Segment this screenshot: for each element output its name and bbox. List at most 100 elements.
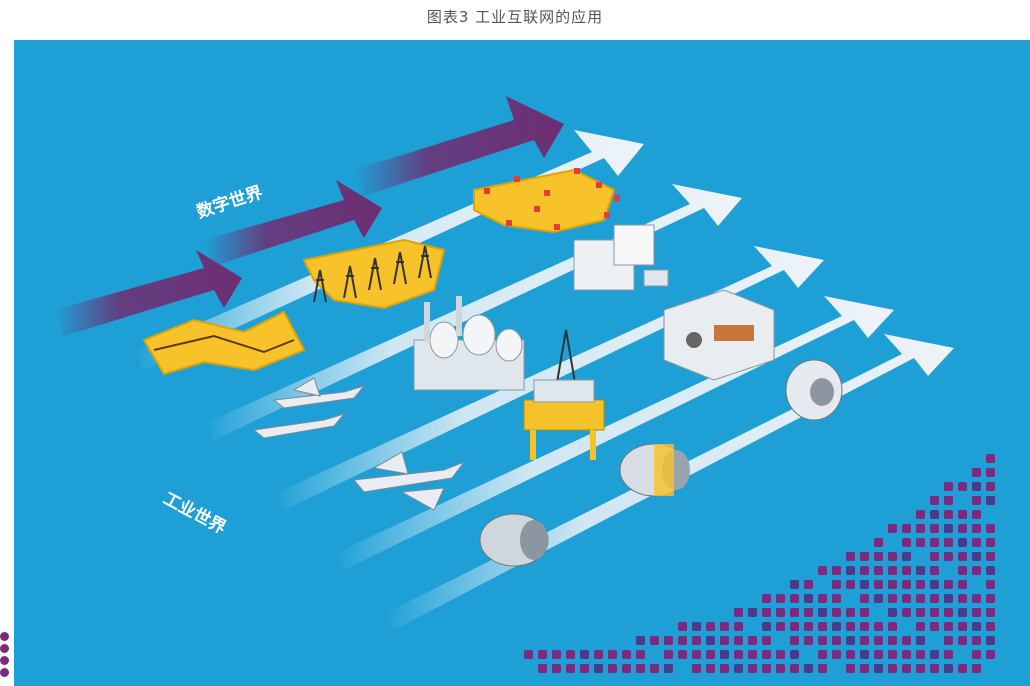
decorative-dot — [972, 636, 981, 645]
decorative-dot — [930, 664, 939, 673]
decorative-dot — [790, 608, 799, 617]
decorative-dot — [846, 608, 855, 617]
decorative-dot — [930, 524, 939, 533]
decorative-dot — [860, 636, 869, 645]
decorative-dot — [734, 650, 743, 659]
decorative-dot — [916, 538, 925, 547]
decorative-dot — [972, 622, 981, 631]
decorative-dot — [972, 496, 981, 505]
decorative-dot — [874, 538, 883, 547]
decorative-dot — [720, 664, 729, 673]
decorative-dot — [818, 608, 827, 617]
decorative-dot — [944, 664, 953, 673]
decorative-dot — [902, 552, 911, 561]
decorative-dot — [874, 650, 883, 659]
decorative-dot — [580, 650, 589, 659]
decorative-dot — [958, 524, 967, 533]
decorative-dot — [538, 664, 547, 673]
decorative-dot — [944, 552, 953, 561]
decorative-dot — [958, 566, 967, 575]
decorative-dot — [916, 636, 925, 645]
decorative-dot — [748, 650, 757, 659]
decorative-dot — [566, 664, 575, 673]
decorative-dot — [944, 636, 953, 645]
decorative-dot — [636, 664, 645, 673]
jet-engine-icon — [479, 359, 843, 567]
decorative-dot — [762, 650, 771, 659]
decorative-dot — [916, 566, 925, 575]
decorative-dot — [776, 594, 785, 603]
decorative-dot — [930, 608, 939, 617]
decorative-dot — [874, 664, 883, 673]
diagram-canvas: 数字世界 工业世界 — [54, 96, 995, 673]
decorative-dot — [608, 650, 617, 659]
decorative-dot — [874, 566, 883, 575]
oil-platform-icon — [523, 329, 605, 460]
decorative-dot — [986, 608, 995, 617]
purple-band-2 — [204, 180, 382, 266]
decorative-dot — [972, 664, 981, 673]
decorative-dot — [902, 664, 911, 673]
decorative-dot — [608, 664, 617, 673]
decorative-dot — [902, 650, 911, 659]
decorative-dot — [944, 496, 953, 505]
airplane-fleet-icon — [252, 377, 466, 511]
diagram-panel: 数字世界 工业世界 — [14, 40, 1030, 686]
decorative-dot — [916, 622, 925, 631]
decorative-dot — [860, 566, 869, 575]
decorative-dot — [888, 552, 897, 561]
decorative-dot — [916, 650, 925, 659]
decorative-dot — [846, 636, 855, 645]
decorative-dot — [594, 650, 603, 659]
decorative-dot — [720, 622, 729, 631]
decorative-dot — [958, 580, 967, 589]
decorative-dot — [706, 664, 715, 673]
decorative-dot — [986, 552, 995, 561]
decorative-dot — [804, 622, 813, 631]
decorative-dot — [972, 608, 981, 617]
decorative-dot — [566, 650, 575, 659]
decorative-dot — [706, 636, 715, 645]
decorative-dot — [916, 594, 925, 603]
decorative-dot — [972, 524, 981, 533]
decorative-dot — [594, 664, 603, 673]
yellow-network-icon — [142, 168, 620, 376]
decorative-dot — [636, 650, 645, 659]
decorative-dot — [734, 622, 743, 631]
decorative-dot — [678, 636, 687, 645]
decorative-dot — [986, 650, 995, 659]
decorative-dot — [650, 636, 659, 645]
decorative-dot — [902, 594, 911, 603]
decorative-dot — [846, 622, 855, 631]
decorative-dot — [888, 580, 897, 589]
decorative-dot — [944, 594, 953, 603]
decorative-dot — [860, 580, 869, 589]
decorative-dot — [916, 664, 925, 673]
decorative-dot — [874, 552, 883, 561]
figure-caption: 图表3 工业互联网的应用 — [426, 8, 604, 26]
decorative-dot — [678, 622, 687, 631]
decorative-dot — [622, 664, 631, 673]
decorative-dot — [818, 566, 827, 575]
hospital-room-icon — [663, 289, 775, 381]
decorative-dot — [888, 636, 897, 645]
decorative-dot — [958, 594, 967, 603]
decorative-dot — [664, 650, 673, 659]
decorative-dot — [762, 594, 771, 603]
decorative-dot — [790, 580, 799, 589]
decorative-dot — [888, 650, 897, 659]
decorative-dot — [958, 482, 967, 491]
decorative-dot — [888, 594, 897, 603]
decorative-dot — [860, 552, 869, 561]
left-decorative-dots — [0, 632, 9, 680]
decorative-dot — [888, 622, 897, 631]
decorative-dot — [944, 650, 953, 659]
decorative-dot — [762, 608, 771, 617]
decorative-dot — [986, 496, 995, 505]
decorative-dot — [818, 650, 827, 659]
decorative-dot — [846, 552, 855, 561]
decorative-dot — [944, 608, 953, 617]
decorative-dot — [958, 608, 967, 617]
decorative-dot — [902, 538, 911, 547]
decorative-dot — [818, 594, 827, 603]
